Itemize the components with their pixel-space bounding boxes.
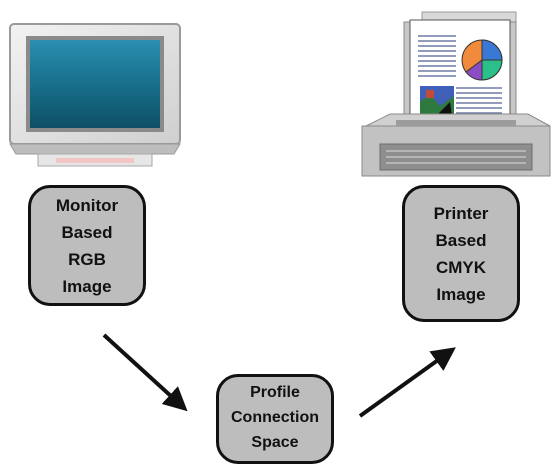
node-label-line: Space [251, 434, 299, 451]
node-label-line: Image [62, 276, 112, 296]
node-label-line: Printer [433, 203, 489, 223]
node-monitor-rgb-image: Monitor Based RGB Image [28, 185, 146, 306]
node-label-line: Connection [231, 409, 319, 426]
node-printer-cmyk-image: Printer Based CMYK Image [402, 185, 520, 322]
photo-thumbnail-icon [420, 86, 454, 118]
monitor-icon [9, 23, 181, 167]
node-label-line: Based [435, 230, 487, 250]
node-label-line: Monitor [55, 195, 119, 215]
node-label-line: Based [61, 222, 113, 242]
flow-arrows [102, 333, 456, 418]
color-workflow-diagram: Monitor Based RGB Image Printer Based CM… [9, 11, 551, 464]
node-label-line: Profile [250, 384, 300, 401]
node-label-line: CMYK [435, 257, 487, 277]
node-profile-connection-space: Profile Connection Space [216, 374, 334, 464]
node-label-line: RGB [68, 249, 106, 269]
pie-chart-icon [461, 39, 503, 81]
arrow-monitor-to-pcs [102, 333, 188, 412]
node-label-line: Image [436, 284, 486, 304]
arrow-pcs-to-printer [358, 347, 456, 418]
